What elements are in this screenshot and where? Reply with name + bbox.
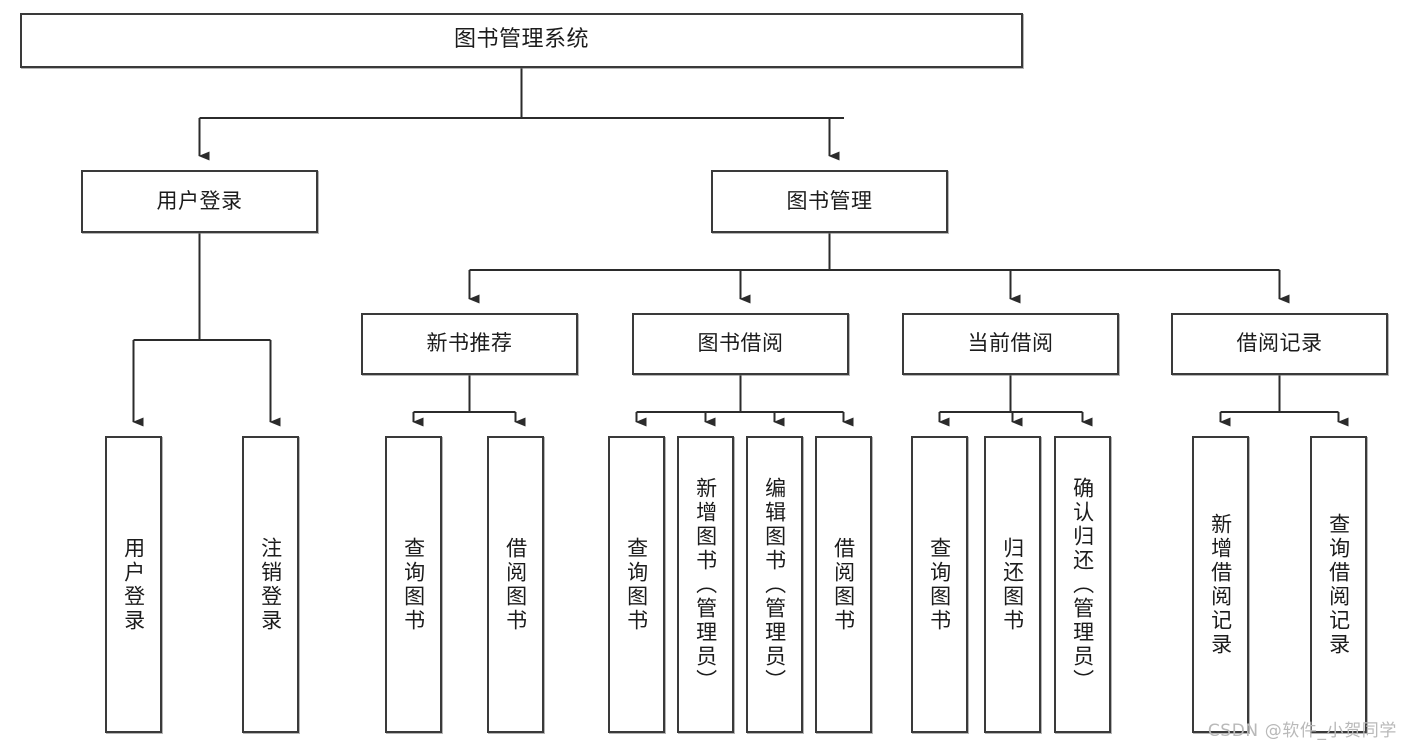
leaf-borrow-book[interactable]: 借阅图书 [815, 436, 872, 733]
leaf-return-book[interactable]: 归还图书 [984, 436, 1041, 733]
leaf-confirm-return-admin[interactable]: 确认归还（管理员） [1054, 436, 1111, 733]
leaf-user-login[interactable]: 用户登录 [105, 436, 162, 733]
node-book-borrow-label: 图书借阅 [697, 331, 784, 356]
node-user-login[interactable]: 用户登录 [81, 170, 318, 233]
node-root[interactable]: 图书管理系统 [20, 13, 1023, 68]
leaf-confirm-return-admin-label: 确认归还（管理员） [1070, 476, 1095, 693]
leaf-borrow-book-recommend[interactable]: 借阅图书 [487, 436, 544, 733]
node-user-login-label: 用户登录 [156, 188, 243, 213]
leaf-query-book-recommend[interactable]: 查询图书 [385, 436, 442, 733]
node-root-label: 图书管理系统 [453, 27, 589, 53]
leaf-add-borrow-record[interactable]: 新增借阅记录 [1192, 436, 1249, 733]
node-borrow-records[interactable]: 借阅记录 [1171, 313, 1388, 375]
node-borrow-records-label: 借阅记录 [1236, 331, 1323, 356]
watermark-text: CSDN @软件_小贺同学 [1207, 721, 1397, 741]
leaf-user-login-label: 用户登录 [121, 536, 146, 633]
node-book-borrow[interactable]: 图书借阅 [632, 313, 849, 375]
node-new-book-recommend-label: 新书推荐 [426, 331, 513, 356]
leaf-query-book-recommend-label: 查询图书 [401, 536, 426, 633]
leaf-query-book-borrow-label: 查询图书 [624, 536, 649, 633]
leaf-add-borrow-record-label: 新增借阅记录 [1208, 512, 1233, 657]
leaf-query-borrow-record[interactable]: 查询借阅记录 [1310, 436, 1367, 733]
leaf-borrow-book-label: 借阅图书 [831, 536, 856, 633]
leaf-add-book-admin[interactable]: 新增图书（管理员） [677, 436, 734, 733]
node-current-borrow-label: 当前借阅 [967, 331, 1054, 356]
node-new-book-recommend[interactable]: 新书推荐 [361, 313, 578, 375]
leaf-return-book-label: 归还图书 [1000, 536, 1025, 633]
node-book-management-label: 图书管理 [786, 188, 873, 213]
leaf-query-book-current-label: 查询图书 [927, 536, 952, 633]
leaf-edit-book-admin-label: 编辑图书（管理员） [762, 476, 787, 693]
leaf-query-borrow-record-label: 查询借阅记录 [1326, 512, 1351, 657]
leaf-add-book-admin-label: 新增图书（管理员） [693, 476, 718, 693]
leaf-logout-login[interactable]: 注销登录 [242, 436, 299, 733]
leaf-borrow-book-recommend-label: 借阅图书 [503, 536, 528, 633]
node-current-borrow[interactable]: 当前借阅 [902, 313, 1119, 375]
leaf-query-book-current[interactable]: 查询图书 [911, 436, 968, 733]
leaf-edit-book-admin[interactable]: 编辑图书（管理员） [746, 436, 803, 733]
node-book-management[interactable]: 图书管理 [711, 170, 948, 233]
leaf-query-book-borrow[interactable]: 查询图书 [608, 436, 665, 733]
leaf-logout-login-label: 注销登录 [258, 536, 283, 633]
